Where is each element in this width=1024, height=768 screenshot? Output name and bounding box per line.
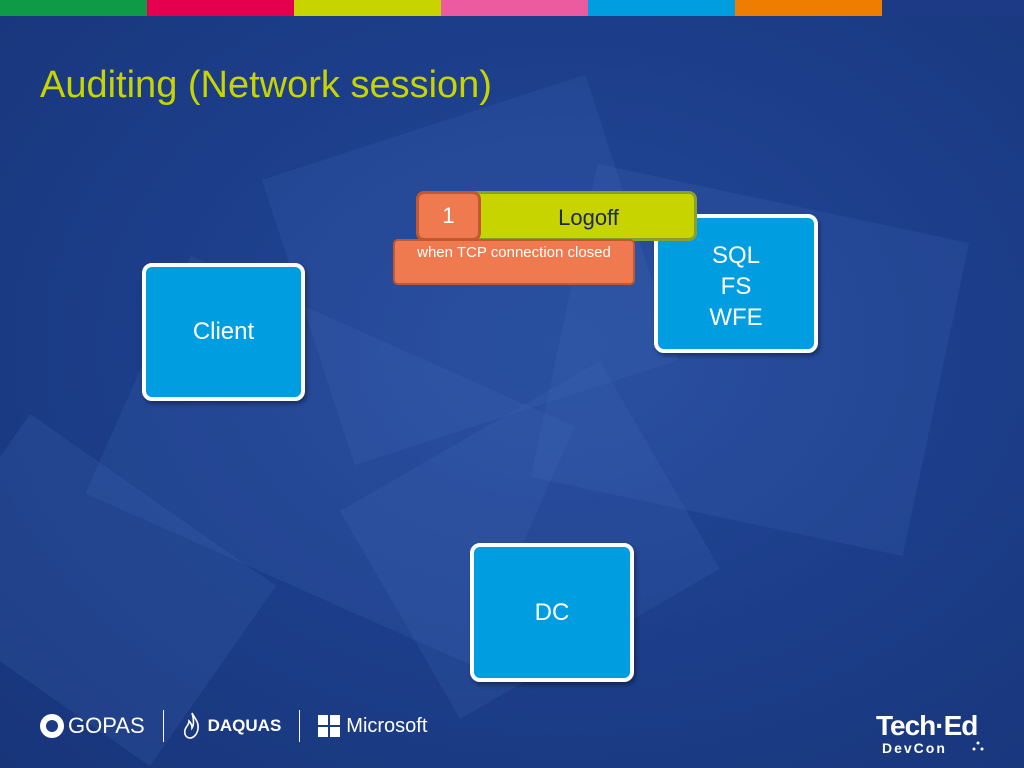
daquas-logo: DAQUAS <box>182 712 282 740</box>
logo-divider <box>299 710 301 742</box>
logo-divider <box>162 710 164 742</box>
stripe-segment <box>882 0 1024 16</box>
stripe-segment <box>0 0 147 16</box>
teched-logo: Tech·Ed DevCon <box>876 710 978 757</box>
dc-node: DC <box>470 543 634 682</box>
windows-grid-icon <box>318 715 341 737</box>
stripe-segment <box>735 0 882 16</box>
stripe-segment <box>588 0 735 16</box>
daquas-wordmark: DAQUAS <box>207 716 282 735</box>
sponsor-logos: GOPAS DAQUAS Microsoft <box>40 708 427 744</box>
color-stripe <box>0 0 1024 16</box>
client-node: Client <box>142 263 305 401</box>
slide-title: Auditing (Network session) <box>40 64 492 106</box>
devcon-wordmark: DevCon <box>882 740 947 756</box>
server-label-fs: FS <box>720 273 752 300</box>
microsoft-wordmark: Microsoft <box>346 714 428 737</box>
gopas-icon <box>40 714 64 738</box>
flame-icon <box>183 712 199 739</box>
logoff-label: Logoff <box>558 205 619 230</box>
gopas-wordmark: GOPAS <box>68 713 145 738</box>
stripe-segment <box>147 0 294 16</box>
dc-label: DC <box>534 598 570 626</box>
stripe-segment <box>294 0 441 16</box>
dots-icon <box>972 741 984 751</box>
teched-wordmark: Tech·Ed <box>876 710 978 741</box>
server-label-sql: SQL <box>711 242 761 269</box>
stripe-segment <box>441 0 588 16</box>
gopas-logo: GOPAS <box>40 713 145 739</box>
client-label: Client <box>192 318 255 345</box>
step-number-badge: 1 <box>416 191 481 241</box>
server-label-wfe: WFE <box>709 304 763 331</box>
event-note: when TCP connection closed <box>393 239 635 285</box>
microsoft-logo: Microsoft <box>318 715 427 738</box>
